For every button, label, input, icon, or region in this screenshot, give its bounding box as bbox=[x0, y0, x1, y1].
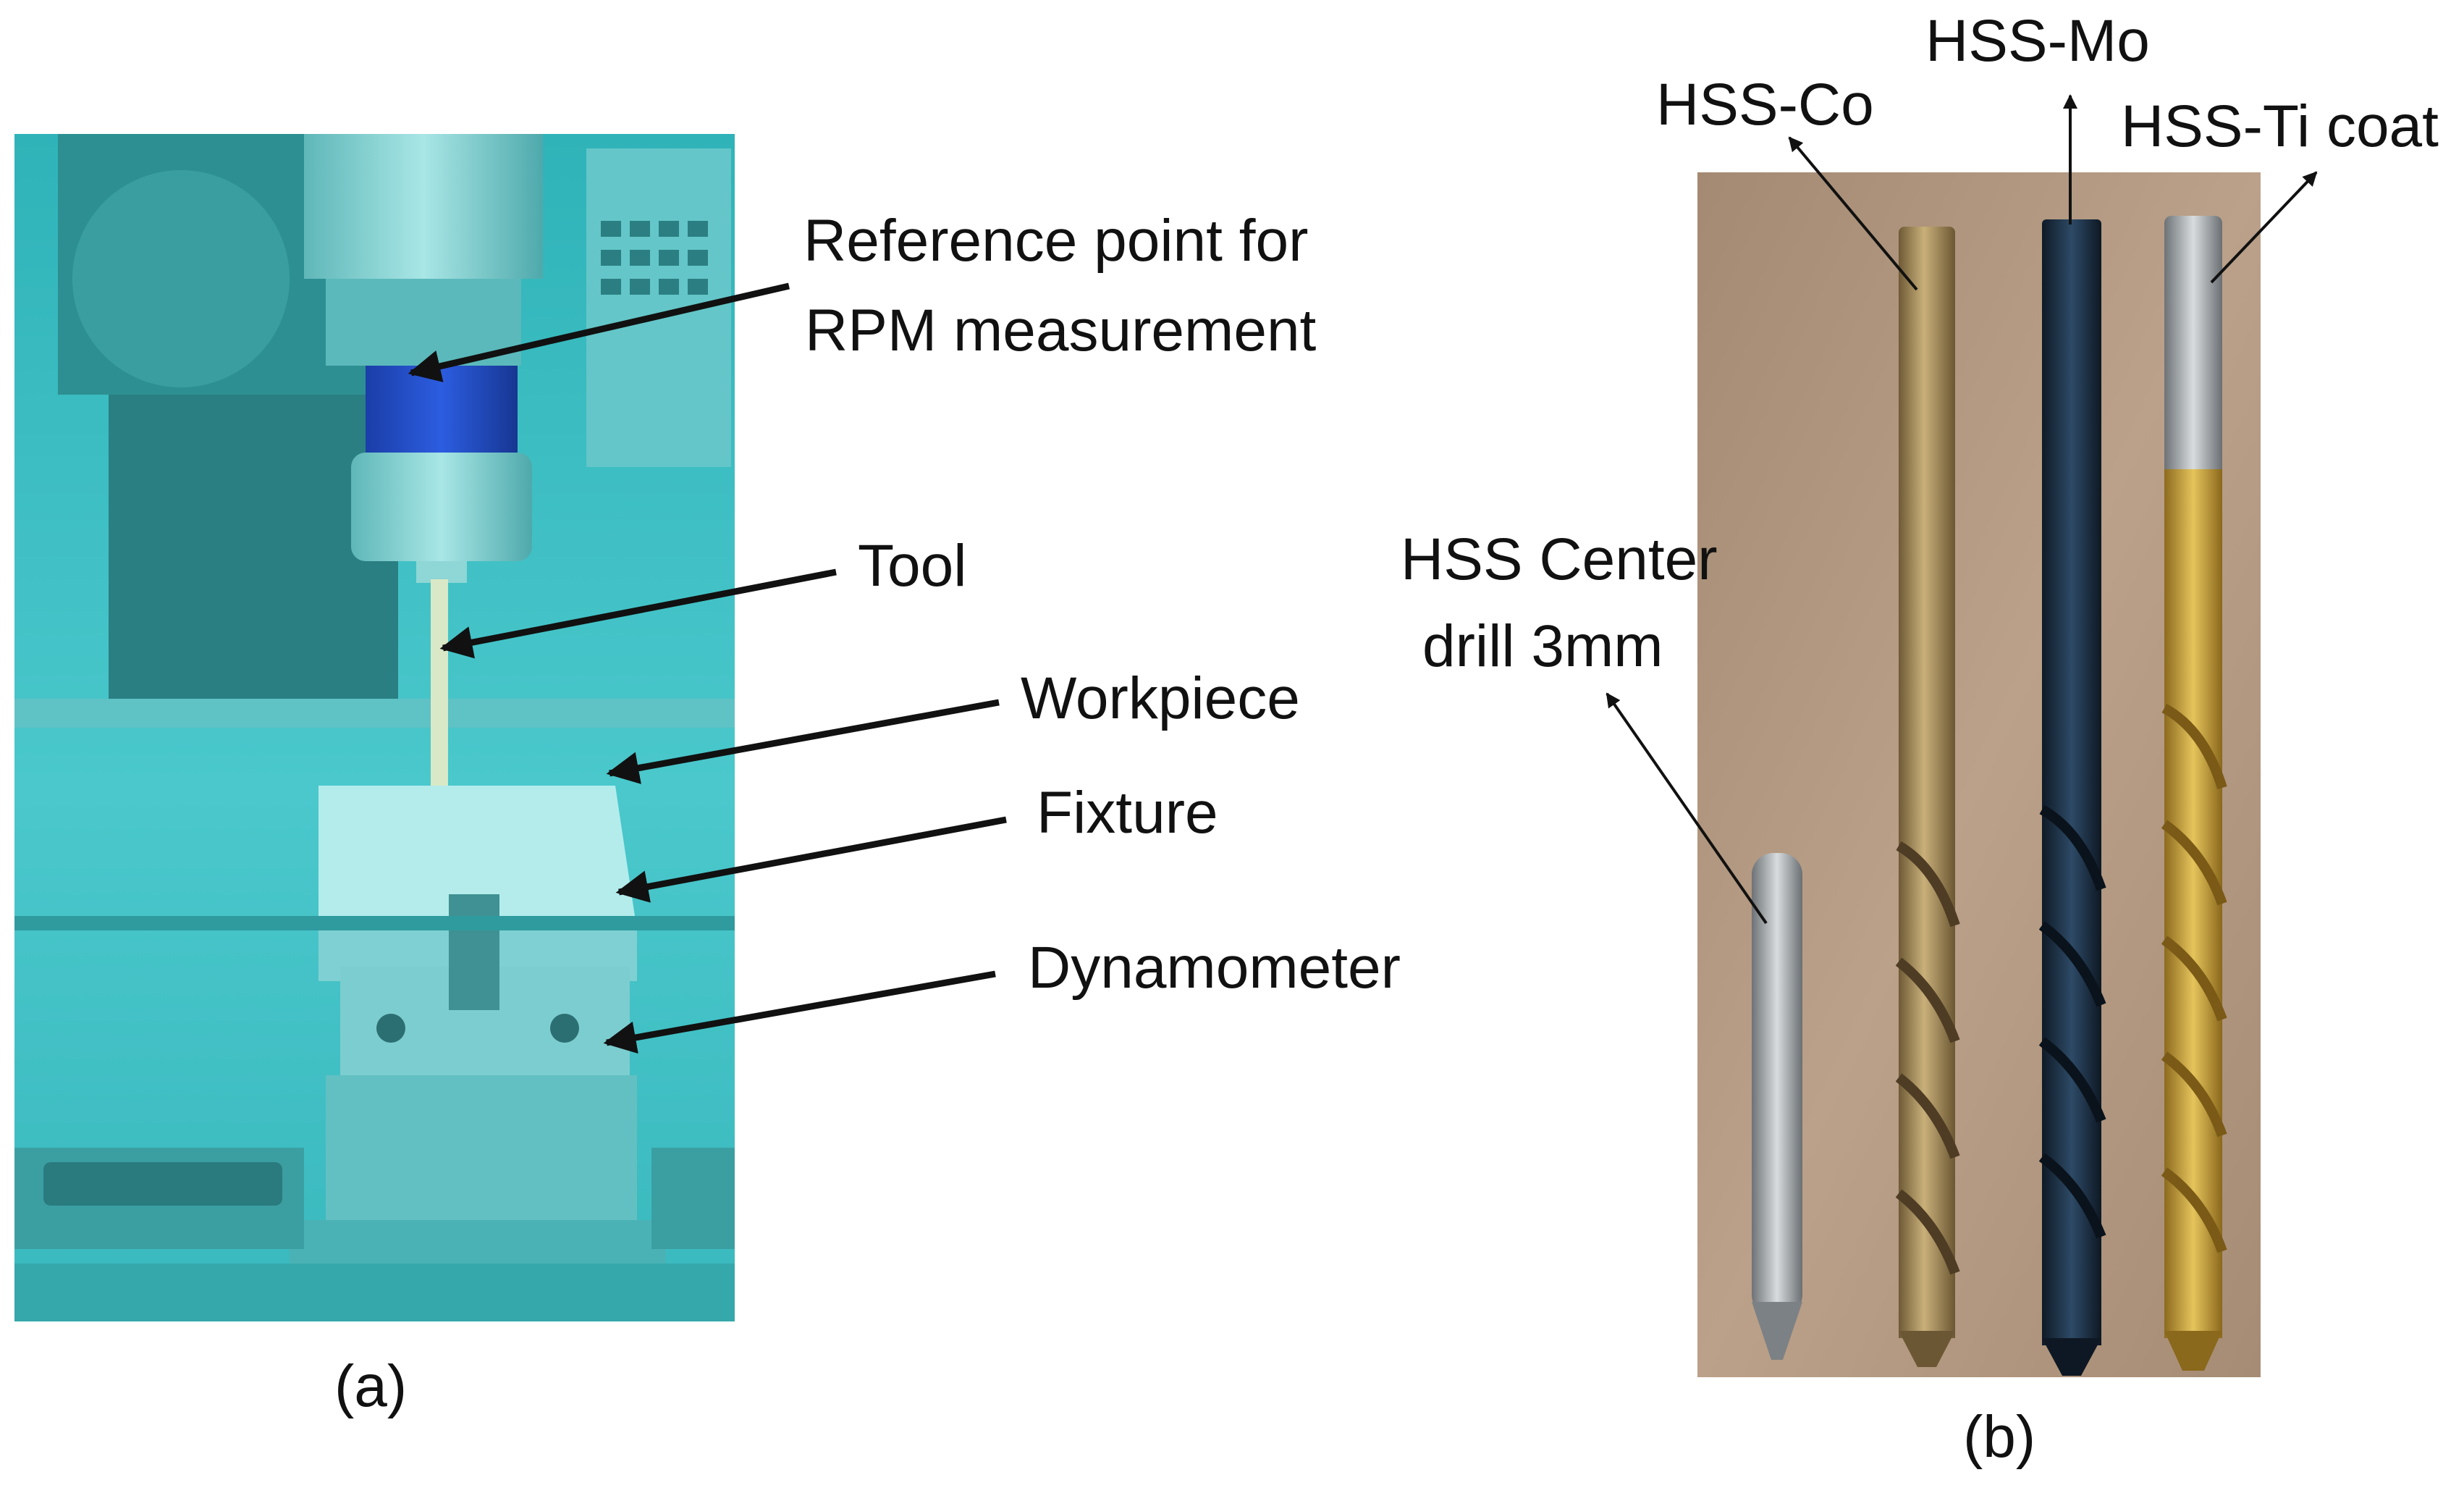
label-hss-ti-coat: HSS-Ti coat bbox=[2121, 93, 2439, 159]
label-hss-co: HSS-Co bbox=[1656, 72, 1874, 138]
arrow-dynamometer bbox=[603, 970, 996, 1054]
arrow-reference-point bbox=[408, 282, 790, 382]
label-center-drill-line2: drill 3mm bbox=[1422, 613, 1663, 679]
arrow-hss-ti bbox=[2210, 171, 2318, 284]
arrow-tool bbox=[439, 568, 837, 659]
drill-bits-photo bbox=[1697, 172, 2261, 1377]
label-center-drill-line1: HSS Center bbox=[1401, 526, 1718, 592]
label-reference-point-line1: Reference point for bbox=[803, 208, 1309, 274]
arrow-fixture bbox=[615, 816, 1007, 903]
label-hss-mo: HSS-Mo bbox=[1925, 8, 2150, 74]
drill-bits-illustration bbox=[1697, 172, 2261, 1377]
label-reference-point-line2: RPM measurement bbox=[805, 298, 1317, 363]
label-tool: Tool bbox=[858, 533, 967, 599]
arrow-hss-co bbox=[1788, 136, 1918, 291]
caption-a: (a) bbox=[334, 1353, 408, 1419]
arrow-workpiece bbox=[606, 699, 1000, 784]
arrow-center-drill bbox=[1606, 692, 1768, 925]
label-workpiece: Workpiece bbox=[1021, 665, 1300, 731]
caption-b: (b) bbox=[1963, 1404, 2036, 1470]
label-fixture: Fixture bbox=[1037, 780, 1218, 846]
label-dynamometer: Dynamometer bbox=[1028, 935, 1401, 1001]
